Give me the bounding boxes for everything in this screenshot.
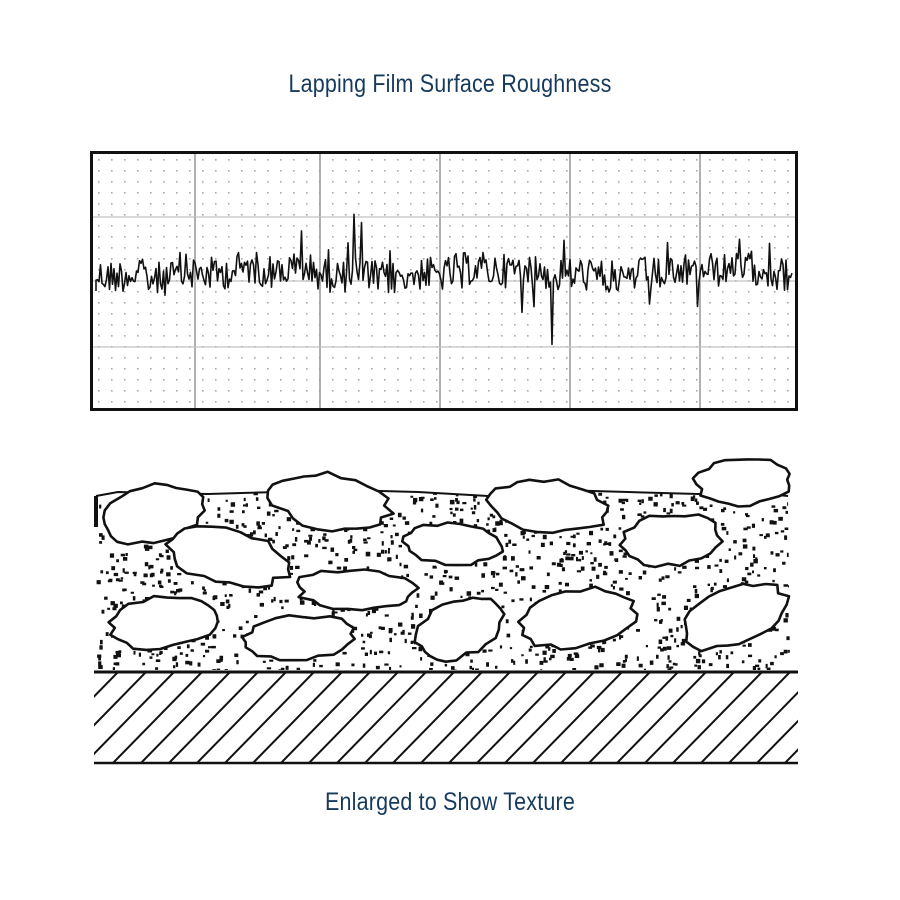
surface-roughness-profile-chart (90, 151, 798, 411)
abrasive-grain (683, 582, 791, 653)
diagram-caption: Enlarged to Show Texture (325, 788, 575, 816)
abrasive-grain (107, 594, 220, 652)
abrasive-grain (484, 478, 610, 535)
abrasive-grain (401, 521, 505, 567)
abrasive-grain (164, 525, 292, 589)
roughness-trace (95, 213, 793, 346)
diagram-title: Lapping Film Surface Roughness (288, 70, 612, 98)
abrasive-grain (618, 513, 724, 569)
chart-frame (90, 151, 798, 411)
abrasive-grain (266, 470, 395, 533)
abrasive-grain (413, 596, 506, 663)
abrasive-grain (240, 614, 356, 662)
chart-grid-lines (92, 153, 796, 409)
abrasive-grain (516, 585, 639, 651)
abrasive-grain (296, 568, 420, 612)
enlarged-texture-cross-section (94, 458, 798, 765)
abrasive-grains (102, 458, 791, 663)
abrasive-grain (691, 458, 791, 508)
backing-substrate (94, 670, 798, 765)
